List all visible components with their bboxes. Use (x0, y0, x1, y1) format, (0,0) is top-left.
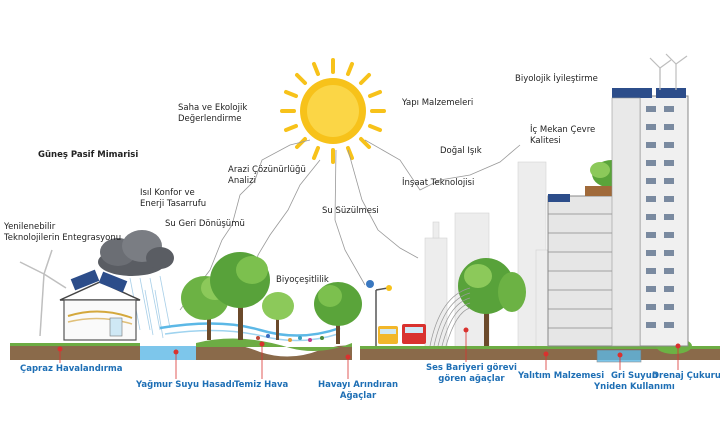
label-isil-konfor: Isıl Konfor ve Enerji Tasarrufu (140, 188, 207, 209)
tree-icon (210, 252, 270, 340)
tree-icon (314, 282, 362, 344)
tree-icon (262, 292, 294, 340)
truck-icon (402, 324, 426, 344)
street-lamp-icon (366, 280, 392, 346)
label-ses-bariyeri: Ses Bariyeri görevi gören ağaçlar (426, 363, 517, 384)
background-city (424, 161, 555, 349)
label-drenaj: Drenaj Çukuru (652, 371, 720, 381)
label-yapi-malzemeleri: Yapı Malzemeleri (402, 98, 474, 108)
sound-barrier (429, 287, 471, 347)
bus-icon (378, 326, 398, 344)
passive-house (59, 269, 141, 341)
label-insaat-tek: İnşaat Teknolojisi (402, 178, 475, 188)
tree-icon (498, 272, 526, 312)
clean-air-stream (159, 322, 341, 342)
label-saha-ekoloji: Saha ve Ekolojik Değerlendirme (178, 103, 248, 124)
label-ic-mekan: İç Mekan Çevre Kalitesi (530, 125, 596, 146)
rain-cloud-icon (98, 230, 174, 276)
label-su-suzulmesi: Su Süzülmesi (322, 206, 379, 216)
label-capraz: Çapraz Havalandırma (20, 364, 123, 374)
label-havayi: Havayı Arındıran Ağaçlar (318, 380, 398, 401)
wind-turbine-icon (19, 249, 67, 337)
label-dogal-isik: Doğal Işık (440, 146, 482, 156)
sun-icon (280, 58, 386, 164)
ground-terrain (10, 338, 720, 363)
rooftop-wind-turbines (649, 53, 688, 90)
label-biyolojik: Biyolojik İyileştirme (515, 74, 598, 84)
marker-lines (59, 330, 679, 379)
label-yalitim: Yalıtım Malzemesi (518, 371, 605, 381)
label-su-geri: Su Geri Dönüşümü (165, 219, 245, 229)
tall-building (611, 88, 689, 347)
people (256, 334, 324, 342)
label-arazi: Arazi Çözünürlüğü Analizi (228, 165, 306, 186)
label-gri-suyun: Gri Suyun Yniden Kullanımı (594, 371, 675, 392)
label-gunes-pasif: Güneş Pasif Mimarisi (38, 150, 139, 160)
label-temiz-hava: Temiz Hava (234, 380, 289, 390)
label-yenilenebilir: Yenilenebilir Teknolojilerin Entegrasyon… (4, 222, 122, 243)
label-biyocesitlilik: Biyoçeşitlilik (276, 275, 329, 285)
label-yagmur: Yağmur Suyu Hasadı (136, 380, 235, 390)
